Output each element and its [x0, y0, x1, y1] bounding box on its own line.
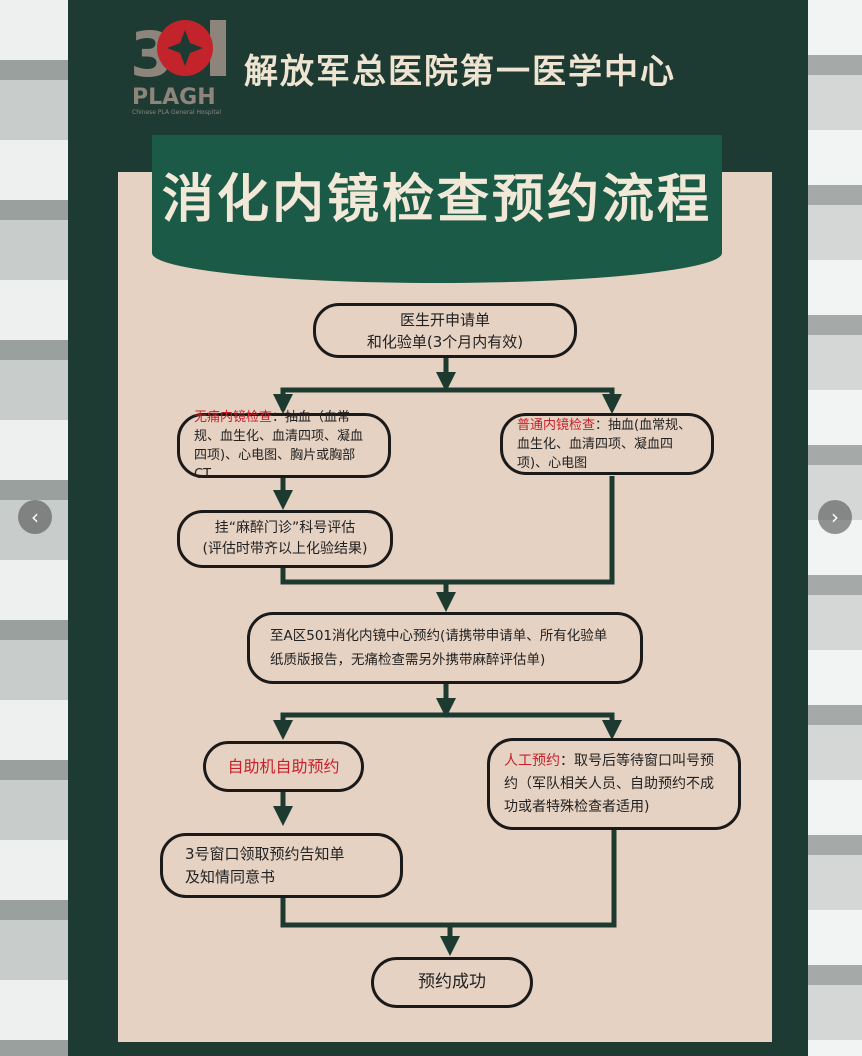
step-doctor-request: 医生开申请单 和化验单(3个月内有效)	[313, 303, 577, 358]
step-manual-booking: 人工预约：取号后等待窗口叫号预约（军队相关人员、自助预约不成功或者特殊检查者适用…	[487, 738, 741, 830]
step-text: 至A区501消化内镜中心预约(请携带申请单、所有化验单纸质版报告，无痛检查需另外…	[270, 628, 608, 668]
step-text: 自助机自助预约	[227, 757, 340, 776]
next-image-button[interactable]: ›	[818, 500, 852, 534]
prev-image-button[interactable]: ‹	[18, 500, 52, 534]
painless-label: 无痛内镜检查	[194, 409, 273, 425]
step-success: 预约成功	[371, 957, 533, 1008]
page-title: 消化内镜检查预约流程	[161, 170, 712, 230]
step-endoscopy-center: 至A区501消化内镜中心预约(请携带申请单、所有化验单纸质版报告，无痛检查需另外…	[247, 612, 643, 684]
step-text-line: 及知情同意书	[185, 867, 276, 886]
step-text-line: 医生开申请单	[399, 310, 490, 329]
step-text-line: 和化验单(3个月内有效)	[366, 332, 524, 351]
step-text: 预约成功	[418, 972, 486, 992]
step-text-line: 挂“麻醉门诊”科号评估	[214, 520, 356, 536]
hospital-name: 解放军总医院第一医学中心	[244, 52, 676, 92]
title-banner: 消化内镜检查预约流程	[152, 135, 722, 283]
svg-text:PLAGH: PLAGH	[132, 85, 216, 110]
step-painless-exam: 无痛内镜检查：抽血（血常规、血生化、血清四项、凝血四项)、心电图、胸片或胸部 C…	[177, 409, 391, 482]
step-anesthesia-clinic: 挂“麻醉门诊”科号评估 (评估时带齐以上化验结果)	[177, 510, 393, 568]
normal-text: ：抽血(血常规、血生化、血清四项、凝血四项)、心电图	[517, 417, 692, 471]
normal-label: 普通内镜检查	[517, 417, 596, 433]
hospital-logo: 3 PLAGH Chinese PLA General Hospital	[130, 18, 226, 116]
svg-text:Chinese PLA General Hospital: Chinese PLA General Hospital	[132, 109, 221, 116]
painless-text: ：抽血（血常规、血生化、血清四项、凝血四项)、心电图、胸片或胸部 CT	[194, 409, 364, 482]
step-normal-exam: 普通内镜检查：抽血(血常规、血生化、血清四项、凝血四项)、心电图	[500, 413, 714, 475]
step-text-line: (评估时带齐以上化验结果)	[202, 541, 368, 557]
step-text-line: 3号窗口领取预约告知单	[185, 844, 345, 863]
step-self-service: 自助机自助预约	[203, 741, 364, 792]
manual-text: ：取号后等待窗口叫号预约（军队相关人员、自助预约不成功或者特殊检查者适用)	[504, 752, 714, 815]
step-window-pickup: 3号窗口领取预约告知单 及知情同意书	[160, 833, 403, 898]
manual-label: 人工预约	[504, 752, 560, 769]
